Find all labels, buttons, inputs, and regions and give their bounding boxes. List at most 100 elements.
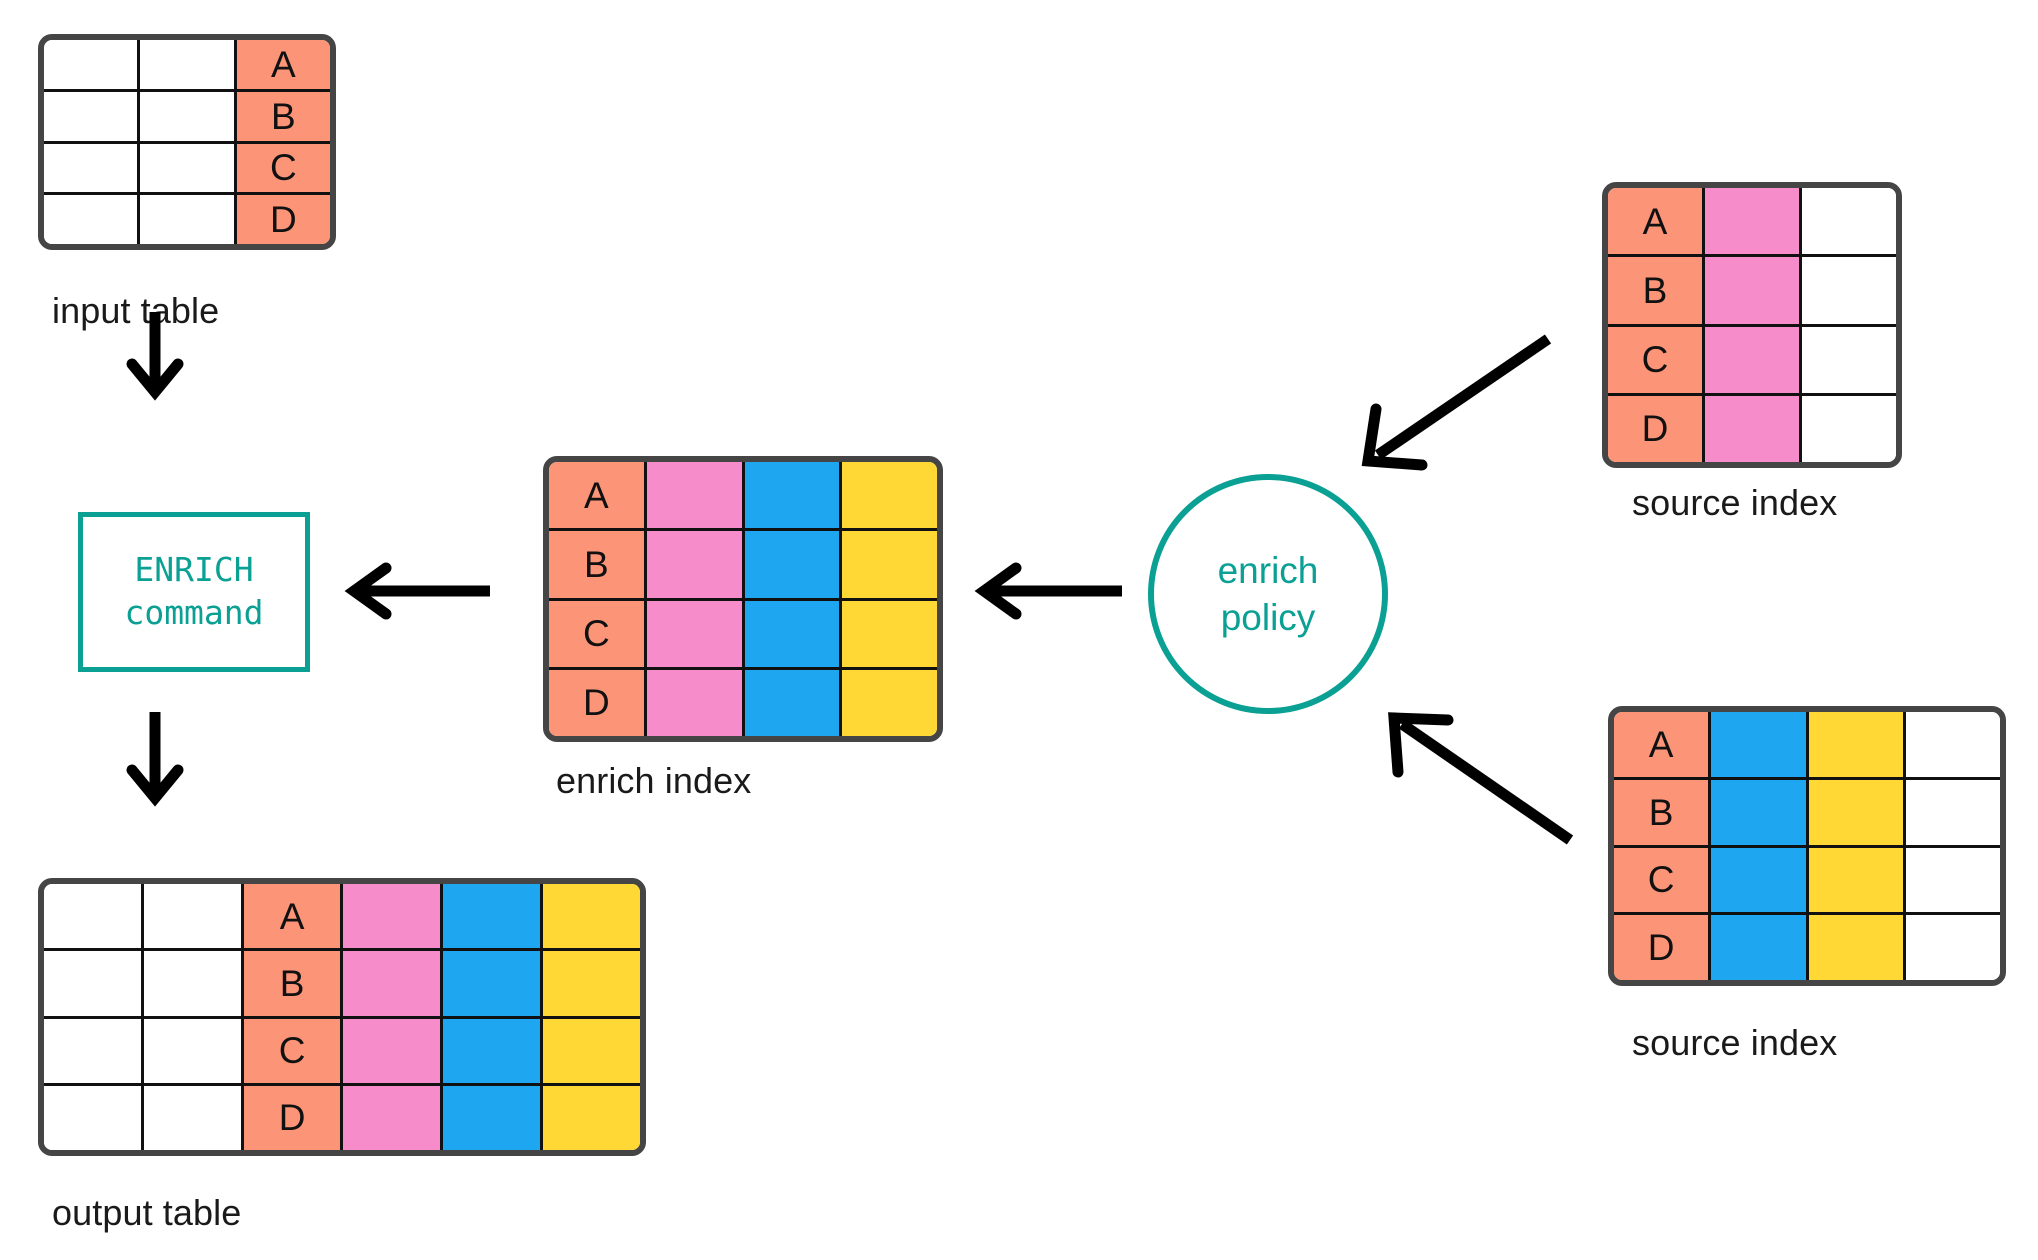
table-cell xyxy=(646,531,745,598)
table-row: B xyxy=(44,91,330,144)
table-row: D xyxy=(44,195,330,244)
table-cell xyxy=(1905,847,2000,913)
table-cell xyxy=(140,143,237,193)
table-row: C xyxy=(1608,326,1896,396)
table-cell: A xyxy=(1614,712,1712,777)
table-cell xyxy=(646,462,745,529)
table-cell xyxy=(842,600,937,667)
table-row: B xyxy=(1608,257,1896,327)
table-cell xyxy=(1808,779,1906,845)
enrich-command-line2: command xyxy=(124,593,264,632)
table-cell xyxy=(44,951,144,1016)
table-cell xyxy=(1808,915,1906,980)
table-cell xyxy=(1905,712,2000,777)
table-cell: B xyxy=(1614,779,1712,845)
table-cell xyxy=(1705,188,1802,255)
enrich-policy-circle[interactable]: enrich policy xyxy=(1148,474,1388,714)
table-row: D xyxy=(1614,915,2000,980)
table-cell: A xyxy=(1608,188,1705,255)
table-cell xyxy=(143,884,244,949)
source-index-bottom-to-policy-arrow xyxy=(1388,712,1574,845)
enrich-index-to-command-arrow xyxy=(344,562,490,620)
table-row: B xyxy=(44,951,640,1019)
enrich-command-box[interactable]: ENRICH command xyxy=(78,512,310,672)
table-cell xyxy=(143,1018,244,1083)
table-cell xyxy=(343,884,444,949)
table-cell: D xyxy=(243,1085,344,1150)
table-cell xyxy=(343,1085,444,1150)
table-cell xyxy=(1705,257,1802,324)
table-cell xyxy=(1802,326,1896,393)
table-cell: D xyxy=(549,669,647,736)
table-cell xyxy=(1802,395,1896,462)
table-cell: A xyxy=(236,40,330,89)
table-cell xyxy=(1711,712,1809,777)
table-cell: B xyxy=(243,951,344,1016)
source-index-top-to-policy-arrow xyxy=(1361,334,1552,471)
enrich-policy-line2: policy xyxy=(1220,597,1316,638)
table-cell xyxy=(443,1018,544,1083)
enrich-command-line1: ENRICH xyxy=(134,550,254,590)
table-cell: A xyxy=(549,462,647,529)
table-row: D xyxy=(44,1085,640,1150)
table-cell xyxy=(842,669,937,736)
table-cell: D xyxy=(1608,395,1705,462)
table-cell xyxy=(744,669,843,736)
table-cell xyxy=(140,195,237,244)
table-cell xyxy=(443,884,544,949)
table-cell: D xyxy=(1614,915,1712,980)
table-cell xyxy=(140,40,237,89)
table-cell xyxy=(143,1085,244,1150)
table-cell: C xyxy=(1614,847,1712,913)
table-cell xyxy=(44,884,144,949)
table-cell xyxy=(443,951,544,1016)
table-row: A xyxy=(44,40,330,92)
table-cell: C xyxy=(549,600,647,667)
table-cell xyxy=(44,1085,144,1150)
table-cell: C xyxy=(1608,326,1705,393)
table-cell xyxy=(44,91,141,141)
table-cell xyxy=(1705,326,1802,393)
table-cell: C xyxy=(236,143,330,193)
enrich-policy-line1: enrich xyxy=(1217,549,1319,591)
table-cell xyxy=(543,884,640,949)
table-cell: B xyxy=(549,531,647,598)
table-cell xyxy=(1711,915,1809,980)
source-index-bottom-caption: source index xyxy=(1632,1022,1838,1063)
table-cell xyxy=(1711,779,1809,845)
table-cell xyxy=(1905,779,2000,845)
table-cell xyxy=(842,462,937,529)
command-to-output-arrow xyxy=(126,712,184,807)
table-cell xyxy=(44,143,141,193)
table-row: C xyxy=(1614,847,2000,916)
table-row: A xyxy=(1608,188,1896,258)
table-cell xyxy=(1905,915,2000,980)
table-row: A xyxy=(549,462,937,532)
table-cell: D xyxy=(236,195,330,244)
table-row: B xyxy=(1614,779,2000,848)
table-cell xyxy=(343,951,444,1016)
table-cell xyxy=(44,40,141,89)
table-cell xyxy=(543,1085,640,1150)
input-table-caption: input table xyxy=(52,290,220,331)
table-cell xyxy=(842,531,937,598)
input-to-command-arrow xyxy=(126,312,184,401)
table-row: A xyxy=(1614,712,2000,780)
table-cell xyxy=(1808,847,1906,913)
table-cell xyxy=(1705,395,1802,462)
table-cell xyxy=(140,91,237,141)
table-cell xyxy=(744,531,843,598)
table-cell xyxy=(543,951,640,1016)
output-table-caption: output table xyxy=(52,1192,242,1233)
enrich-index-caption: enrich index xyxy=(556,760,752,801)
table-cell: A xyxy=(243,884,344,949)
table-cell xyxy=(744,600,843,667)
table-cell xyxy=(44,195,141,244)
table-cell xyxy=(1802,257,1896,324)
table-cell: B xyxy=(236,91,330,141)
policy-to-enrich-index-arrow xyxy=(974,562,1122,620)
